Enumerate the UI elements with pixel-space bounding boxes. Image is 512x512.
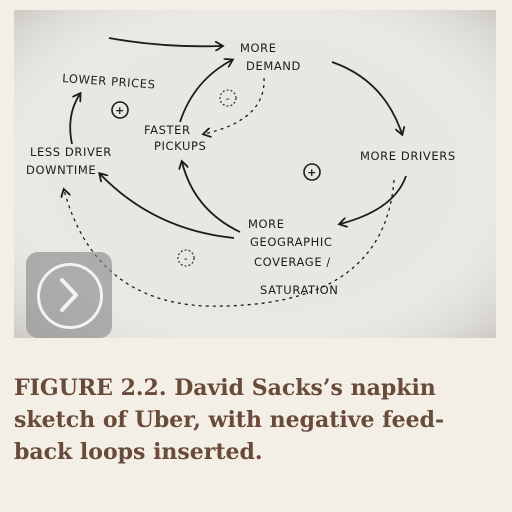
next-button-ring <box>37 263 103 329</box>
node-more-coverage-line3: COVERAGE / <box>254 255 331 269</box>
chevron-right-icon <box>60 278 78 312</box>
node-less-driver-downtime-line2: DOWNTIME <box>26 163 96 177</box>
node-lower-prices: LOWER PRICES <box>62 71 156 91</box>
node-faster-pickups-line1: FASTER <box>144 123 191 137</box>
svg-text:-: - <box>226 92 231 105</box>
sketch-photo: + + - - MORE DEMAND LOWER PRICES FASTER … <box>14 10 496 338</box>
positive-loop-marker-left: + <box>111 101 129 119</box>
dashed-arrow-demand-to-pickups <box>204 77 265 134</box>
node-more-coverage-line2: GEOGRAPHIC <box>250 235 333 249</box>
napkin-sketch-diagram: + + - - MORE DEMAND LOWER PRICES FASTER … <box>14 10 496 338</box>
positive-loop-marker-right: + <box>303 163 321 181</box>
node-more-coverage-line4: SATURATION <box>260 283 339 297</box>
next-image-button[interactable] <box>26 252 112 338</box>
node-more-coverage-line1: MORE <box>248 217 285 231</box>
svg-text:+: + <box>115 104 125 117</box>
node-faster-pickups-line2: PICKUPS <box>154 139 206 153</box>
arrow-less-downtime-to-lower-prices <box>69 94 80 145</box>
arrow-coverage-to-less-downtime <box>100 174 235 239</box>
arrow-coverage-to-faster-pickups <box>182 162 241 233</box>
svg-text:-: - <box>184 252 189 265</box>
arrow-more-demand-to-more-drivers <box>331 61 402 134</box>
node-more-drivers: MORE DRIVERS <box>360 149 456 163</box>
arrow-lower-prices-to-more-demand <box>108 37 222 46</box>
node-less-driver-downtime-line1: LESS DRIVER <box>30 145 112 159</box>
negative-loop-marker-bottom: - <box>177 249 195 267</box>
node-more-demand-line2: DEMAND <box>246 59 301 73</box>
figure-caption: FIGURE 2.2. David Sacks’s napkin sketch … <box>14 375 445 465</box>
negative-loop-marker-top: - <box>219 89 237 107</box>
node-more-demand-line1: MORE <box>240 41 277 55</box>
arrow-faster-pickups-to-more-demand <box>179 60 232 123</box>
svg-text:+: + <box>307 166 317 179</box>
arrow-more-drivers-to-coverage <box>340 175 407 224</box>
